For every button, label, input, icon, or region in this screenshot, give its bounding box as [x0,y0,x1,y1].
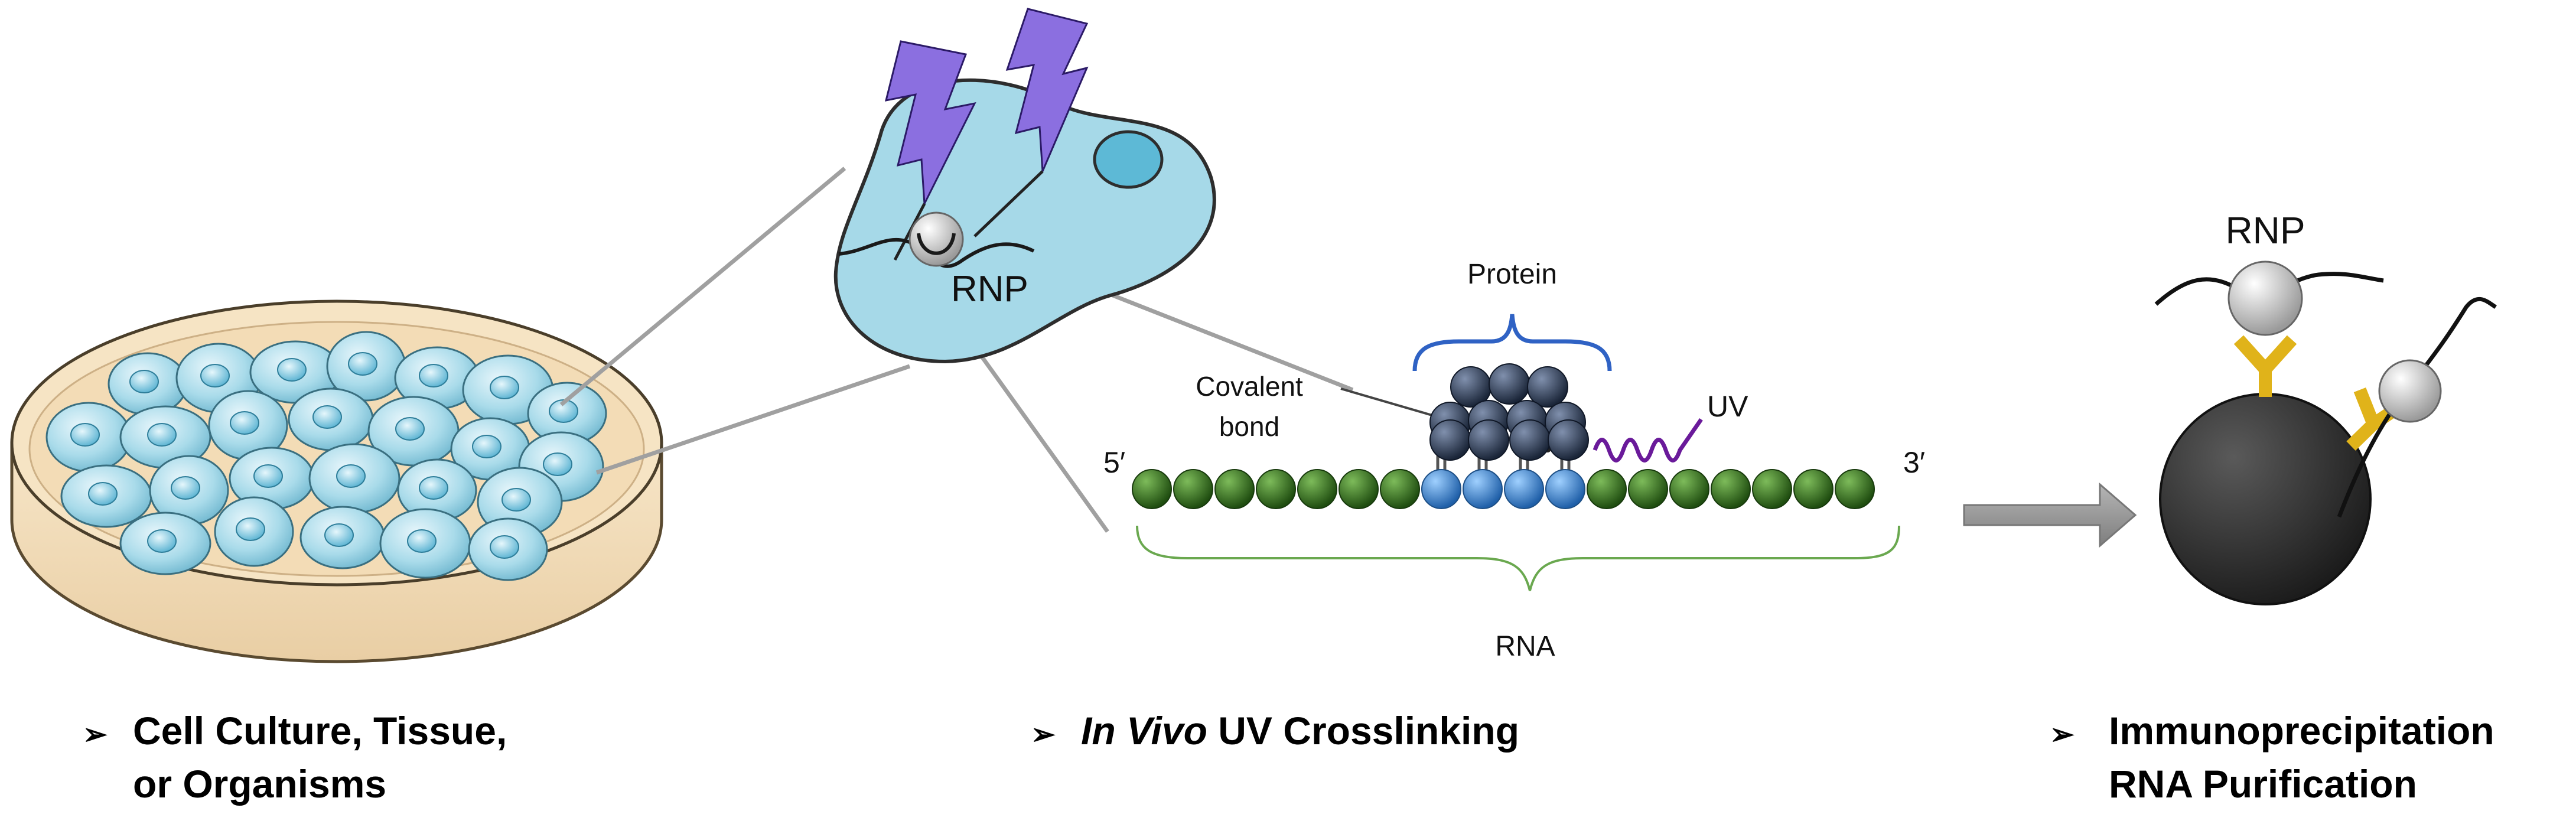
ip-rnp-sphere-right [2378,359,2442,423]
rna-chain [1132,469,1875,509]
dish-cell [119,512,211,575]
uv-bolt-left [884,40,976,207]
rna-nucleotide [1132,469,1172,509]
cultured-cells [45,331,607,581]
protein-subunit [1429,419,1471,461]
dish-cell [60,464,152,528]
cell-nucleus [1093,130,1164,189]
rna-nucleotide [1711,469,1751,509]
uv-bolt-right [1005,8,1089,172]
ip-rna-strand-right [2337,297,2497,518]
rna-nucleotide [1339,469,1379,509]
step-2-caption: ➢ In Vivo UV Crosslinking [1031,709,1519,753]
rna-nucleotide [1835,469,1875,509]
step-2-italic: In Vivo [1081,709,1207,753]
dish-cell [288,387,374,451]
step-2-text: In Vivo UV Crosslinking [1081,709,1519,753]
ip-bead-illustration: RNP [2154,209,2497,605]
dish-cell [108,352,188,416]
step-1-line-2: or Organisms [133,762,386,806]
cell-rnp-label: RNP [951,269,1028,310]
dish-cell [249,340,341,404]
protein-bracket [1412,314,1612,372]
rna-nucleotide [1214,469,1255,509]
protein-cluster [1429,363,1589,461]
rna-label: RNA [1495,631,1555,662]
rna-nucleotide [1752,469,1792,509]
step-2-rest: UV Crosslinking [1207,709,1519,753]
protein-subunit [1489,363,1530,405]
uv-label: UV [1707,390,1748,423]
dish-cell [379,508,471,579]
petri-dish [10,299,663,663]
step-1-bullet: ➢ [83,718,108,751]
cell-rnp-sphere [908,211,964,267]
dish-cell [149,455,229,526]
uv-wave [1593,418,1703,463]
ip-rnp-sphere-top [2227,260,2303,336]
rna-nucleotide [1587,469,1627,509]
dish-cell [208,390,288,461]
antibody-top [2233,335,2297,397]
step-3-line-1: Immunoprecipitation [2109,709,2494,753]
step-2-bullet: ➢ [1031,718,1056,751]
covalent-bond-label-line2: bond [1219,411,1279,442]
bolt-stem-left [893,203,926,261]
protein-label: Protein [1467,259,1557,290]
protein-subunit [1527,366,1568,408]
process-arrow [1963,482,2137,548]
five-prime-label: 5′ [1103,446,1125,479]
three-prime-label: 3′ [1903,446,1925,479]
dish-cell [326,331,406,402]
protein-subunit [1548,419,1589,461]
crosslink-detail: Protein Covalent bond UV 5′ 3′ RNA [1103,259,1925,662]
step-3-line-2: RNA Purification [2109,762,2417,806]
rna-nucleotide [1380,469,1420,509]
rna-nucleotide [1173,469,1213,509]
dish-cell [214,496,294,567]
step-3-caption: ➢ Immunoprecipitation RNA Purification [2050,709,2494,806]
rna-nucleotide [1669,469,1709,509]
cell-rnp-rna-loop [917,233,956,255]
dish-cell [299,506,386,569]
dish-cell [308,443,400,514]
dish-cell [45,402,132,473]
ip-rnp-label: RNP [2225,209,2305,252]
rna-nucleotide [1297,469,1337,509]
dish-cell [468,517,548,581]
rna-nucleotide-crosslinked [1504,469,1544,509]
rna-nucleotide-crosslinked [1545,469,1585,509]
covalent-bond-label-line1: Covalent [1196,371,1303,402]
rna-brace [1136,525,1900,591]
bolt-stem-right [973,170,1044,237]
rna-nucleotide-crosslinked [1463,469,1503,509]
protein-subunit [1509,419,1551,461]
protein-subunit [1468,419,1509,461]
cell-illustration: RNP [833,8,1216,364]
rna-nucleotide-crosslinked [1421,469,1461,509]
dish-cell [367,396,460,467]
rna-nucleotide [1793,469,1834,509]
dish-cell [527,382,607,445]
rna-nucleotide [1256,469,1296,509]
step-1-caption: ➢ Cell Culture, Tissue, or Organisms [83,709,507,806]
magnetic-bead [2159,393,2372,605]
step-3-bullet: ➢ [2050,718,2075,751]
step-1-line-1: Cell Culture, Tissue, [133,709,507,753]
rna-nucleotide [1628,469,1668,509]
